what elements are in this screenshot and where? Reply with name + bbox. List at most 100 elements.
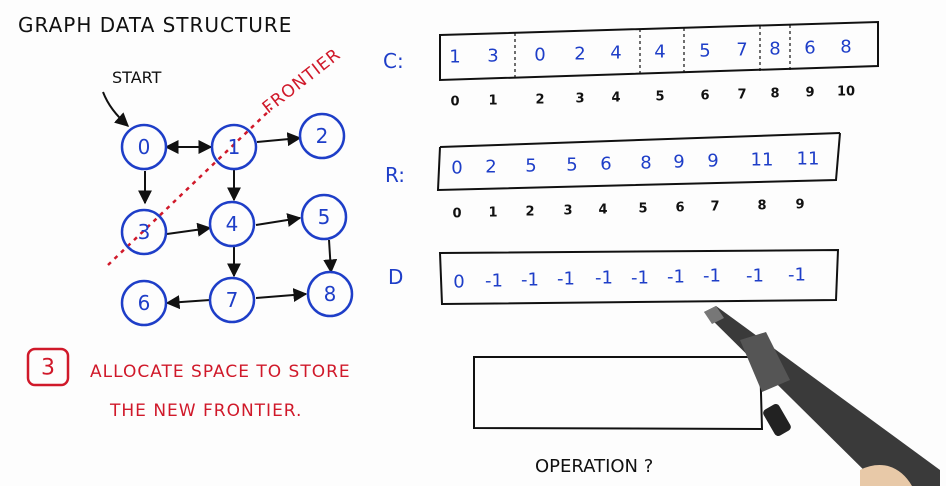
d-value: -1 bbox=[667, 267, 685, 288]
r-index: 8 bbox=[757, 199, 766, 214]
node-7-circle bbox=[208, 276, 256, 324]
d-value: -1 bbox=[485, 271, 503, 292]
r-index: 6 bbox=[675, 201, 684, 216]
r-value: 9 bbox=[673, 152, 684, 173]
c-index: 10 bbox=[837, 85, 855, 100]
node-5-circle bbox=[300, 193, 348, 241]
array-r-values: 0 2 5 5 6 8 9 9 11 11 bbox=[451, 149, 819, 179]
c-value: 4 bbox=[654, 42, 665, 63]
node-8: 8 bbox=[324, 282, 337, 306]
new-frontier-box bbox=[473, 356, 764, 431]
edge-7-6 bbox=[165, 295, 211, 310]
note-number: 3 bbox=[41, 356, 55, 381]
node-8-circle bbox=[306, 270, 354, 318]
note-number-box bbox=[26, 347, 70, 387]
frontier-line bbox=[107, 107, 273, 266]
d-value: -1 bbox=[703, 266, 721, 287]
stylus-pen bbox=[704, 306, 940, 486]
array-d-name: D bbox=[388, 265, 403, 289]
graph-edges bbox=[138, 132, 338, 310]
c-value: 0 bbox=[534, 45, 545, 66]
graph-nodes bbox=[120, 112, 354, 327]
array-c-box bbox=[439, 20, 879, 82]
d-value: -1 bbox=[595, 268, 613, 289]
r-value: 0 bbox=[451, 158, 462, 179]
node-7: 7 bbox=[226, 288, 239, 312]
start-arrow bbox=[102, 91, 130, 127]
array-d-values: 0 -1 -1 -1 -1 -1 -1 -1 -1 -1 bbox=[453, 265, 806, 293]
r-value: 5 bbox=[566, 155, 577, 176]
c-index: 7 bbox=[737, 88, 746, 103]
array-r-indices: 0 1 2 3 4 5 6 7 8 9 bbox=[452, 198, 804, 222]
c-index: 8 bbox=[770, 87, 779, 102]
c-index: 9 bbox=[805, 86, 814, 101]
edge-5-8 bbox=[323, 239, 338, 274]
c-index: 4 bbox=[611, 91, 620, 106]
array-c-indices: 0 1 2 3 4 5 6 7 8 9 10 bbox=[450, 85, 855, 110]
array-c-values: 1 3 0 2 4 4 5 7 8 6 8 bbox=[449, 37, 851, 68]
array-d-box bbox=[438, 248, 840, 306]
node-5: 5 bbox=[318, 205, 331, 229]
r-index: 4 bbox=[598, 203, 607, 218]
start-label: START bbox=[112, 68, 162, 87]
c-value: 1 bbox=[449, 47, 460, 68]
r-value: 2 bbox=[485, 157, 496, 178]
array-r-top bbox=[439, 132, 841, 148]
node-4-circle bbox=[208, 200, 256, 248]
c-value: 8 bbox=[769, 39, 780, 60]
node-4: 4 bbox=[226, 212, 239, 236]
node-1: 1 bbox=[228, 135, 241, 159]
r-value: 11 bbox=[751, 150, 774, 171]
array-c-name: C: bbox=[383, 49, 404, 73]
r-value: 11 bbox=[797, 149, 820, 170]
d-value: -1 bbox=[557, 269, 575, 290]
c-value: 5 bbox=[699, 41, 710, 62]
edge-3-4 bbox=[166, 222, 212, 237]
node-6-circle bbox=[120, 279, 168, 327]
d-value: 0 bbox=[453, 272, 464, 293]
c-index: 5 bbox=[655, 90, 664, 105]
c-value: 4 bbox=[610, 43, 621, 64]
r-index: 7 bbox=[710, 200, 719, 215]
d-value: -1 bbox=[746, 266, 764, 287]
c-value: 7 bbox=[736, 40, 747, 61]
c-value: 8 bbox=[840, 37, 851, 58]
d-value: -1 bbox=[631, 268, 649, 289]
node-2: 2 bbox=[316, 124, 329, 148]
d-value: -1 bbox=[788, 265, 806, 286]
node-3: 3 bbox=[138, 220, 151, 244]
array-r-name: R: bbox=[385, 163, 405, 187]
note-line-1: ALLOCATE SPACE TO STORE bbox=[90, 362, 351, 382]
edge-7-8 bbox=[255, 288, 308, 302]
node-2-circle bbox=[298, 112, 346, 160]
c-value: 6 bbox=[804, 38, 815, 59]
node-0-circle bbox=[120, 123, 168, 171]
c-value: 2 bbox=[574, 44, 585, 65]
frontier-label: FRONTIER bbox=[259, 45, 345, 118]
r-index: 9 bbox=[795, 198, 804, 213]
node-3-circle bbox=[120, 208, 168, 256]
node-6: 6 bbox=[138, 291, 151, 315]
r-value: 6 bbox=[600, 154, 611, 175]
r-index: 3 bbox=[563, 204, 572, 219]
array-c-dividers bbox=[514, 25, 791, 78]
page-title: GRAPH DATA STRUCTURE bbox=[18, 13, 292, 37]
r-index: 5 bbox=[638, 202, 647, 217]
c-index: 0 bbox=[450, 95, 459, 110]
d-value: -1 bbox=[521, 270, 539, 291]
node-0: 0 bbox=[138, 135, 151, 159]
r-value: 9 bbox=[707, 151, 718, 172]
node-1-circle bbox=[210, 123, 258, 171]
c-index: 2 bbox=[535, 93, 544, 108]
r-index: 0 bbox=[452, 207, 461, 222]
c-index: 3 bbox=[575, 92, 584, 107]
array-r-box bbox=[436, 132, 841, 192]
c-index: 6 bbox=[700, 89, 709, 104]
edge-4-5 bbox=[255, 213, 302, 227]
c-value: 3 bbox=[487, 46, 498, 67]
r-index: 2 bbox=[525, 205, 534, 220]
r-value: 5 bbox=[525, 156, 536, 177]
operation-label: OPERATION ? bbox=[535, 456, 653, 477]
c-index: 1 bbox=[488, 94, 497, 109]
